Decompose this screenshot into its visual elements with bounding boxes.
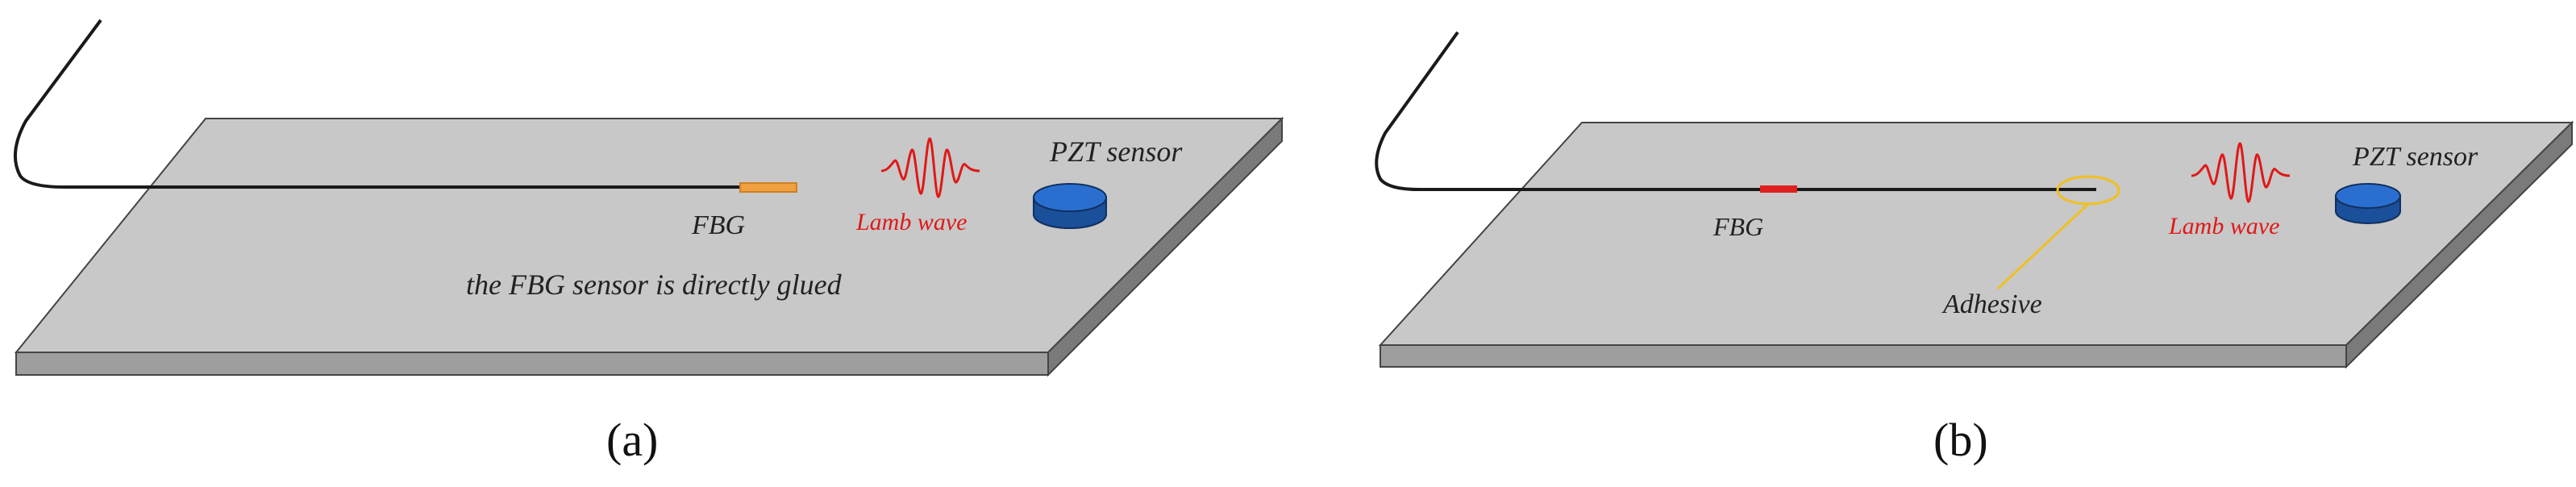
lamb-wave-label-b: Lamb wave xyxy=(2168,213,2280,239)
pzt-label-b: PZT sensor xyxy=(2352,142,2478,172)
adhesive-label-b: Adhesive xyxy=(1941,289,2042,319)
fbg-element-a xyxy=(739,182,797,193)
plate-b-front xyxy=(1380,344,2347,368)
panel-b: FBG Adhesive Lamb wave PZT sensor (b) xyxy=(1375,31,2574,466)
lamb-wave-icon-b xyxy=(2191,142,2291,203)
panel-b-label: (b) xyxy=(1933,414,1988,466)
fbg-label-a: FBG xyxy=(691,210,745,240)
lamb-wave-icon-a xyxy=(880,137,980,198)
optical-fiber-b xyxy=(1375,31,2096,191)
panel-a-description: the FBG sensor is directly glued xyxy=(466,268,843,301)
pzt-label-a: PZT sensor xyxy=(1049,135,1183,168)
optical-fiber-a xyxy=(13,19,750,189)
fbg-label-b: FBG xyxy=(1712,212,1763,241)
panel-a: FBG Lamb wave PZT sensor the FBG sensor … xyxy=(13,19,1284,466)
plate-a-front xyxy=(15,352,1049,376)
adhesive-leader-b xyxy=(1996,202,2090,290)
fbg-element-b xyxy=(1760,185,1797,193)
pzt-sensor-a xyxy=(1033,183,1107,229)
plate-b-side xyxy=(2345,120,2573,369)
panel-a-label: (a) xyxy=(606,414,658,466)
lamb-wave-label-a: Lamb wave xyxy=(855,209,968,235)
pzt-sensor-b xyxy=(2335,183,2401,224)
plate-a-side xyxy=(1047,116,1283,377)
